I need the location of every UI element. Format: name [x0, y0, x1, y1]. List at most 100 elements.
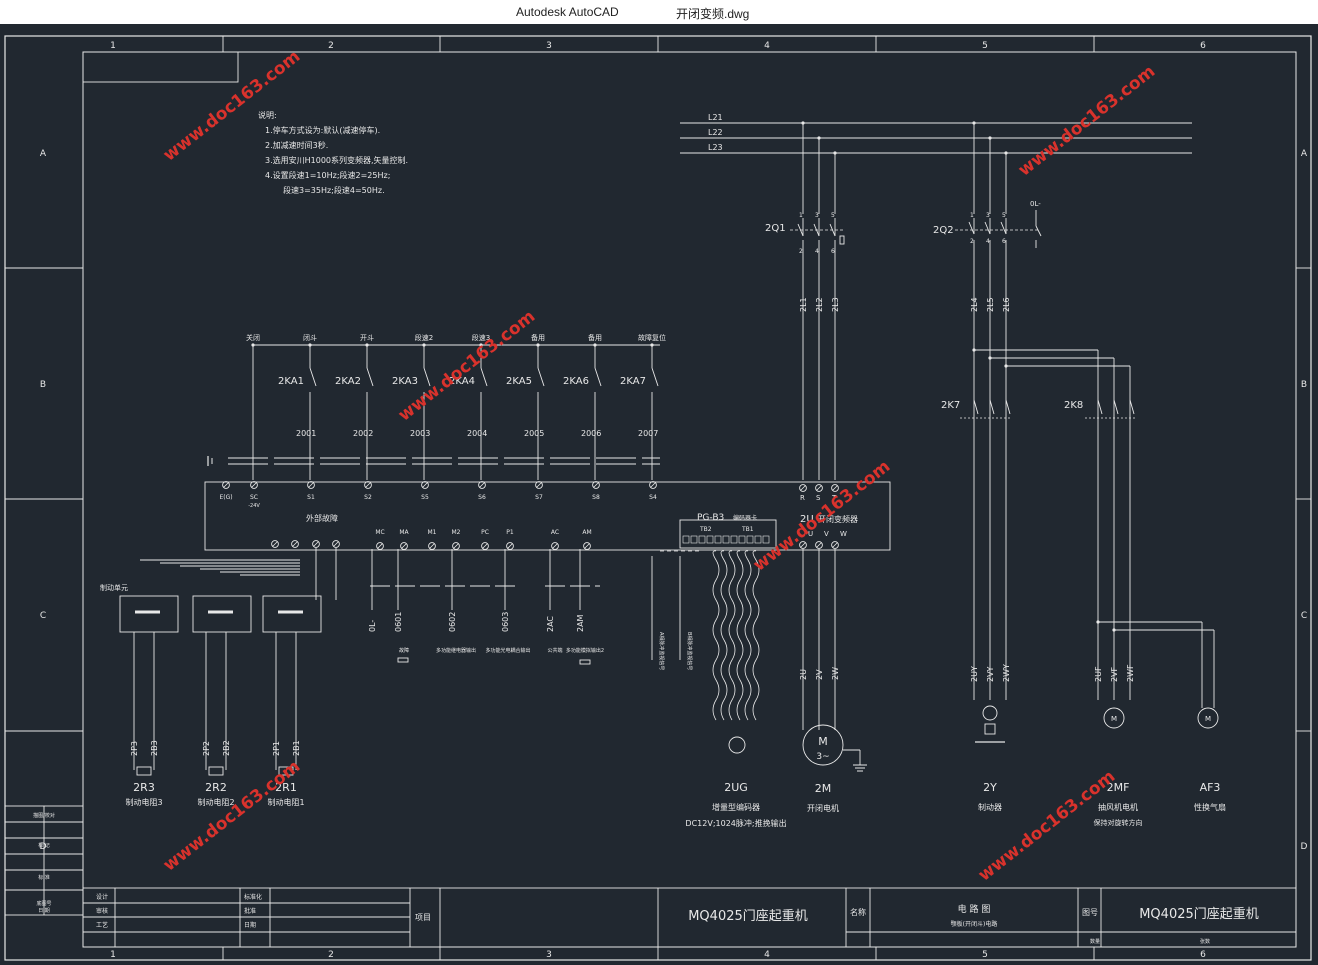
breaker-blade	[1000, 221, 1007, 235]
terminal-slash	[800, 542, 806, 548]
tb-cell: 批准	[244, 907, 256, 915]
wire-label: 0603	[501, 612, 510, 632]
relay-header: 开斗	[360, 334, 374, 342]
terminal	[551, 542, 559, 550]
breaker-blade	[968, 221, 975, 235]
wire-label: 0601	[394, 612, 403, 632]
pg-terminal	[754, 535, 762, 544]
load-id: 2Y	[983, 781, 997, 794]
pg-terminal	[722, 535, 730, 544]
terminal-slash	[832, 542, 838, 548]
terminal	[831, 484, 839, 492]
pg-terminal	[690, 535, 698, 544]
motor-phase: 3~	[816, 752, 829, 762]
tb-cell: 标准化	[244, 893, 262, 901]
terminal-slash	[333, 541, 339, 547]
relay-wire-label: 2001	[296, 429, 316, 438]
tb-bottom: 张数	[1200, 938, 1210, 945]
terminal-bottom-label: AM	[582, 529, 591, 536]
terminal-slash	[816, 485, 822, 491]
brake-unit	[192, 595, 252, 633]
inverter-out: V	[824, 530, 829, 538]
pg-tb1: TB1	[741, 526, 754, 533]
grid-col-bottom: 3	[546, 950, 552, 960]
relay-label: 2KA1	[278, 376, 304, 387]
inverter-box	[204, 481, 891, 551]
grid-col-bottom: 5	[982, 950, 988, 960]
wire-label: 2P3	[130, 741, 139, 756]
inverter-out: U	[808, 530, 813, 538]
resistor	[136, 766, 152, 776]
pin: 1	[799, 212, 803, 219]
terminal	[222, 481, 230, 489]
wire-label: 2B1	[292, 740, 301, 756]
pg-sub: 编码器卡	[733, 514, 757, 522]
notes-title: 说明:	[258, 110, 277, 120]
wire-label: 2L6	[1002, 297, 1011, 312]
relay-wire-label: 2006	[581, 429, 601, 438]
terminal	[583, 542, 591, 550]
wire-label: 2L4	[970, 297, 979, 312]
encoder-cable	[752, 550, 760, 721]
lamp	[579, 659, 591, 665]
wire-label: 2VF	[1110, 666, 1119, 682]
app-name: Autodesk AutoCAD	[516, 5, 619, 19]
pg-terminal	[730, 535, 738, 544]
relay-label: 2KA2	[335, 376, 361, 387]
encoder-cable	[720, 550, 728, 721]
terminal	[332, 540, 340, 548]
fault-lamp	[397, 657, 409, 663]
resistor-id: 2R3	[133, 781, 155, 794]
title-block	[82, 887, 1297, 948]
relay-header: 关闭	[246, 333, 260, 342]
resistor-name: 制动电阻2	[197, 797, 234, 807]
ol-label: 0L-	[1030, 200, 1041, 208]
rev-label: 底图号	[36, 900, 51, 907]
pin: 2	[799, 248, 803, 255]
wire-label: 2P2	[202, 741, 211, 756]
grid-col-bottom: 4	[764, 950, 770, 960]
wire-label: 2L1	[799, 297, 808, 312]
inverter-in: T	[831, 494, 837, 502]
contact-blade	[1129, 399, 1135, 415]
encoder-cable	[736, 550, 744, 721]
relay-contact	[366, 367, 374, 387]
terminal-slash	[308, 482, 314, 488]
pin: 2	[970, 238, 974, 245]
terminal	[815, 541, 823, 549]
pin: 6	[831, 248, 835, 255]
wire-label: 2U	[799, 669, 808, 680]
tb-item: 项目	[415, 913, 431, 922]
load-name: 制动器	[978, 802, 1002, 812]
relay-contact	[309, 367, 317, 387]
grid-col-top: 4	[764, 41, 770, 51]
pg-card	[679, 519, 777, 549]
wire-label: 2WF	[1126, 664, 1135, 682]
relay-wire-label: 2005	[524, 429, 544, 438]
wire-label: 0L-	[368, 620, 377, 632]
grid-col-top: 5	[982, 41, 988, 51]
note-line: 4.设置段速1=10Hz;段速2=25Hz;	[265, 170, 390, 180]
brake-unit	[262, 595, 322, 633]
tb-name-label: 名称	[850, 907, 866, 917]
pin: 3	[815, 212, 819, 219]
terminal-slash	[482, 543, 488, 549]
relay-header: 段速3	[472, 333, 490, 342]
terminal-slash	[479, 482, 485, 488]
terminal-slash	[584, 543, 590, 549]
wire-label: 2UY	[970, 666, 979, 682]
resistor-name: 制动电阻1	[267, 797, 304, 807]
top-left-box	[82, 51, 239, 83]
terminal-slash	[832, 485, 838, 491]
pin: 3	[986, 212, 990, 219]
pin: 4	[815, 248, 819, 255]
grid-col-bottom: 2	[328, 950, 334, 960]
terminal-bottom-label: P1	[506, 529, 514, 536]
contact-blade	[1113, 399, 1119, 415]
junction	[1096, 620, 1100, 624]
load-sub: 保持对旋转方向	[1094, 818, 1143, 827]
wire-label: 2AM	[576, 614, 585, 632]
relay-wire-label: 2002	[353, 429, 373, 438]
